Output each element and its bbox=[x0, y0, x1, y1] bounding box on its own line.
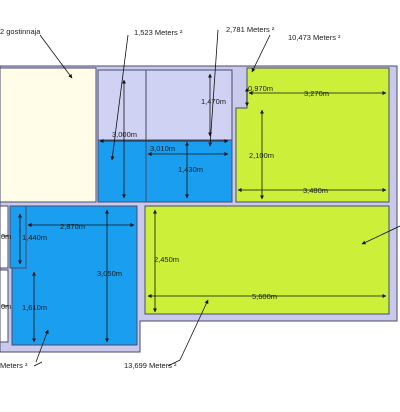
room-bathroom bbox=[97, 139, 233, 203]
room-kitchen bbox=[235, 67, 390, 203]
dim-1610: 1,610m bbox=[22, 303, 47, 312]
dim-1430: 1,430m bbox=[178, 165, 203, 174]
dim-1470: 1,470m bbox=[201, 97, 226, 106]
room-living bbox=[0, 67, 97, 203]
dim-0970: 0,970m bbox=[248, 84, 273, 93]
dim-2870: 2,870m bbox=[60, 222, 85, 231]
dim-2100: 2,100m bbox=[249, 151, 274, 160]
dim-3270: 3,270m bbox=[304, 89, 329, 98]
dim-1440: 1,440m bbox=[22, 233, 47, 242]
dim-3000: 3,000m bbox=[112, 130, 137, 139]
dim-3050: 3,050m bbox=[97, 269, 122, 278]
dim-3480: 3,480m bbox=[303, 186, 328, 195]
dim-left-top: 0m bbox=[1, 232, 11, 241]
annotation-living: 2 gostinnaja bbox=[0, 27, 41, 36]
dim-left-bot: 0m bbox=[1, 302, 11, 311]
annotation-1523: 1,523 Meters ² bbox=[134, 28, 183, 37]
dim-2450: 2,450m bbox=[154, 255, 179, 264]
room-small-left bbox=[0, 205, 9, 269]
dim-3010: 3,010m bbox=[150, 144, 175, 153]
annotation-10473: 10,473 Meters ² bbox=[288, 33, 341, 42]
annotation-13699: 13,699 Meters ² bbox=[124, 361, 177, 370]
annotation-2781: 2,781 Meters ² bbox=[226, 25, 275, 34]
annotation-bottom-left: Meters ² bbox=[0, 361, 28, 370]
dim-5600: 5,600m bbox=[252, 292, 277, 301]
